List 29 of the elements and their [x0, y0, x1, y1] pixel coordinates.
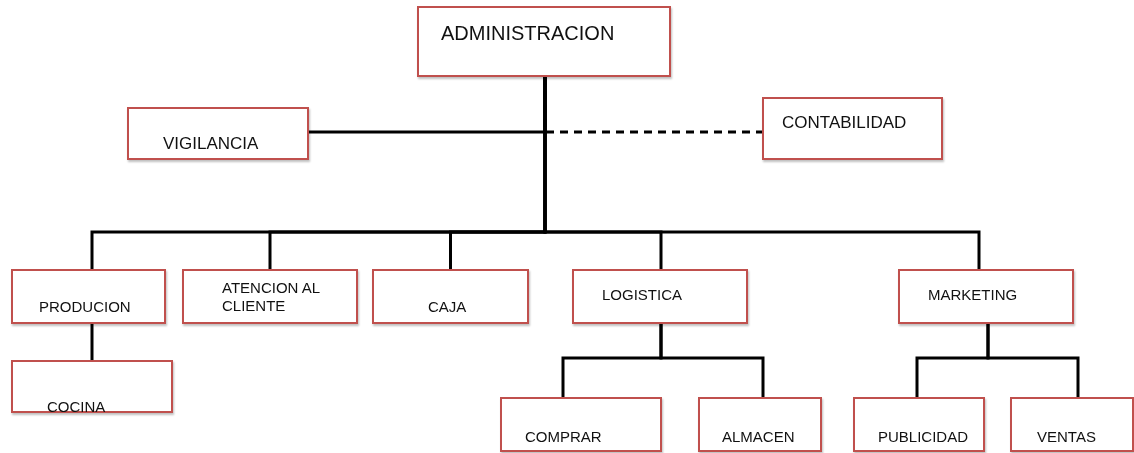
org-box	[1010, 397, 1134, 452]
department-name: VIGILANCIA	[163, 133, 260, 154]
department-name: MARKETING	[928, 285, 1019, 304]
department-name: CAJA	[428, 297, 468, 316]
org-box	[127, 107, 309, 160]
department-name: VENTAS	[1037, 427, 1097, 446]
org-box	[898, 269, 1074, 324]
department-name: ADMINISTRACION	[441, 22, 616, 45]
org-box	[11, 360, 173, 413]
org-box	[372, 269, 529, 324]
department-name: COMPRAR	[525, 427, 603, 446]
department-name: ALMACEN	[722, 427, 796, 446]
department-name: PUBLICIDAD	[878, 427, 970, 446]
department-name: ATENCION AL CLIENTE	[222, 279, 321, 314]
org-box	[500, 397, 662, 452]
org-box	[11, 269, 166, 324]
connector-line	[90, 324, 94, 360]
connector-line	[659, 324, 765, 397]
connector-line	[986, 324, 1080, 397]
org-box	[698, 397, 822, 452]
department-name: PRODUCION	[39, 297, 132, 316]
org-box	[572, 269, 748, 324]
department-name: CONTABILIDAD	[782, 112, 908, 133]
org-box	[417, 6, 671, 77]
org-box	[762, 97, 943, 160]
org-box	[853, 397, 985, 452]
department-name: LOGISTICA	[602, 285, 684, 304]
org-box	[182, 269, 358, 324]
department-name: COCINA	[47, 397, 107, 416]
